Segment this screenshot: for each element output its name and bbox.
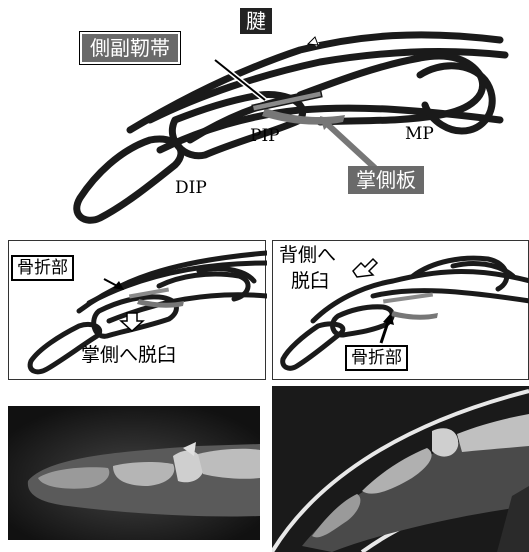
xray-right-image xyxy=(272,386,529,552)
dip-label: DIP xyxy=(175,178,207,198)
xray-left xyxy=(8,406,260,540)
pip-label: PIP xyxy=(250,126,280,146)
dorsal-dislocation-label-1: 背側へ xyxy=(279,245,336,265)
dorsal-dislocation-panel: 背側へ 脱臼 骨折部 xyxy=(272,240,529,380)
volar-plate-label: 掌側板 xyxy=(348,166,424,194)
fracture-label-right: 骨折部 xyxy=(345,345,408,371)
volar-dislocation-label: 掌側へ脱臼 xyxy=(81,345,176,365)
mp-label: MP xyxy=(405,124,434,144)
collateral-ligament-label: 側副靭帯 xyxy=(80,32,180,64)
volar-plate-pointer xyxy=(325,122,375,168)
xray-left-image xyxy=(8,406,260,540)
dorsal-dislocation-label-2: 脱臼 xyxy=(291,271,329,291)
xray-right xyxy=(272,386,529,552)
dorsal-arrow-icon xyxy=(353,259,377,277)
tendon-label: 腱 xyxy=(240,8,272,34)
volar-dislocation-panel: 骨折部 掌側へ脱臼 xyxy=(8,240,266,380)
fracture-label-left: 骨折部 xyxy=(11,255,74,281)
